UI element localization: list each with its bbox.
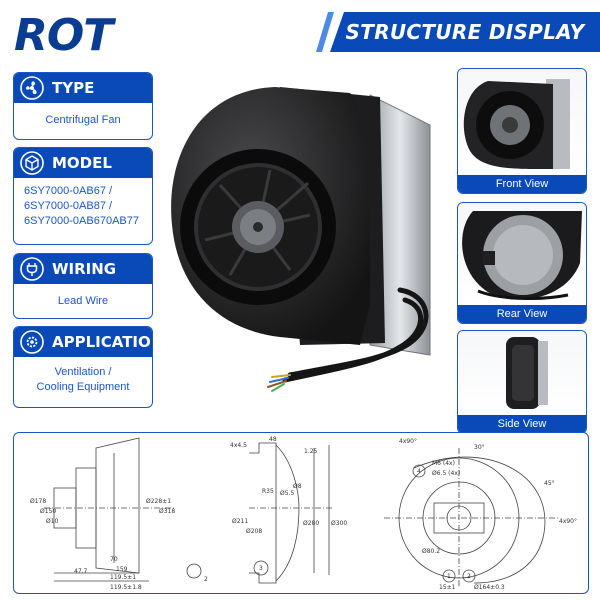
spec-card-model-header: MODEL xyxy=(14,148,152,178)
dim-label: Ø178 xyxy=(30,498,46,505)
spec-title: TYPE xyxy=(52,79,95,97)
technical-drawing: Ø178 Ø150 Ø10 Ø228±1 Ø318 70 47.7 159 11… xyxy=(13,432,589,594)
side-view-image xyxy=(458,331,586,415)
rear-view-label: Rear View xyxy=(458,305,586,323)
dim-label: 159 xyxy=(116,566,128,573)
dim-label: 4x90° xyxy=(559,518,577,525)
spec-line: Ventilation / xyxy=(54,366,112,378)
dim-label: 119.5±1.8 xyxy=(110,584,142,591)
front-view-panel[interactable]: Front View xyxy=(457,68,587,194)
rear-view-panel[interactable]: Rear View xyxy=(457,202,587,324)
spec-card-wiring-header: WIRING xyxy=(14,254,152,284)
banner-accent-stripe xyxy=(316,12,334,52)
dim-label: Ø300 xyxy=(331,520,347,527)
dim-label: Ø6.5 (4x) xyxy=(432,470,460,477)
spec-card-application: APPLICATION Ventilation / Cooling Equipm… xyxy=(13,326,153,408)
front-view-label: Front View xyxy=(458,175,586,193)
spec-title: APPLICATION xyxy=(52,333,153,351)
dim-label: R35 xyxy=(262,488,274,495)
dim-label: 2 xyxy=(467,573,471,580)
spec-card-model: MODEL 6SY7000-0AB67 / 6SY7000-0AB87 / 6S… xyxy=(13,147,153,245)
spec-title: MODEL xyxy=(52,154,112,172)
spec-line: 6SY7000-0AB670AB77 xyxy=(24,215,139,227)
dim-label: Ø211 xyxy=(232,518,248,525)
fan-icon xyxy=(20,76,44,100)
dim-label: 1.25 xyxy=(304,448,318,455)
spec-line: 6SY7000-0AB67 / xyxy=(24,185,113,197)
spec-value: 6SY7000-0AB67 / 6SY7000-0AB87 / 6SY7000-… xyxy=(14,178,152,235)
dim-label: Ø150 xyxy=(40,508,56,515)
dim-label: 1 xyxy=(447,573,451,580)
spec-line: Centrifugal Fan xyxy=(45,114,121,126)
dim-label: Ø80.2 xyxy=(422,548,440,555)
dim-label: 3 xyxy=(259,565,263,572)
dim-label: 119.5±1 xyxy=(110,574,136,581)
dimension-drawing: Ø178 Ø150 Ø10 Ø228±1 Ø318 70 47.7 159 11… xyxy=(30,436,577,591)
spec-line: 6SY7000-0AB87 / xyxy=(24,200,113,212)
cube-icon xyxy=(20,151,44,175)
spec-card-wiring: WIRING Lead Wire xyxy=(13,253,153,319)
dim-label: Ø280 xyxy=(303,520,319,527)
dim-label: Ø5.5 xyxy=(280,490,294,497)
dim-label: 45° xyxy=(544,480,555,487)
dim-label: 4x4.5 xyxy=(230,442,247,449)
spec-value: Ventilation / Cooling Equipment xyxy=(14,357,152,401)
spec-card-type-header: TYPE xyxy=(14,73,152,103)
dim-label: 4x90° xyxy=(399,438,417,445)
dim-label: Ø318 xyxy=(159,508,175,515)
dim-label: Ø8 xyxy=(293,483,302,490)
banner-title: STRUCTURE DISPLAY xyxy=(345,20,585,44)
dim-label: 48 xyxy=(269,436,277,443)
side-view-label: Side View xyxy=(458,415,586,433)
dim-label: Ø164±0.3 xyxy=(474,584,505,591)
dim-label: Ø208 xyxy=(246,528,262,535)
structure-display-banner: STRUCTURE DISPLAY xyxy=(330,12,600,52)
dim-label: 4 xyxy=(417,468,421,475)
spec-value: Centrifugal Fan xyxy=(14,103,152,134)
dim-label: 30° xyxy=(474,444,485,451)
dim-label: 70 xyxy=(110,556,118,563)
dim-label: 2 xyxy=(204,576,208,583)
spec-title: WIRING xyxy=(52,260,117,278)
spec-line: Cooling Equipment xyxy=(36,381,130,393)
spec-line: Lead Wire xyxy=(57,295,109,307)
dim-label: Ø228±1 xyxy=(146,498,171,505)
dim-label: 15±1 xyxy=(439,584,456,591)
dim-label: M6 (4x) xyxy=(432,460,455,467)
dim-label: 47.7 xyxy=(74,568,88,575)
centrifugal-fan-image xyxy=(171,87,431,392)
rear-view-image xyxy=(458,203,586,305)
side-view-panel[interactable]: Side View xyxy=(457,330,587,434)
dim-label: Ø10 xyxy=(46,518,59,525)
logo-text: ROT xyxy=(14,10,113,61)
spec-card-type: TYPE Centrifugal Fan xyxy=(13,72,153,140)
plug-icon xyxy=(20,257,44,281)
spec-value: Lead Wire xyxy=(14,284,152,315)
spec-card-application-header: APPLICATION xyxy=(14,327,152,357)
gear-icon xyxy=(20,330,44,354)
brand-logo: ROT xyxy=(14,10,164,62)
front-view-image xyxy=(458,69,586,175)
